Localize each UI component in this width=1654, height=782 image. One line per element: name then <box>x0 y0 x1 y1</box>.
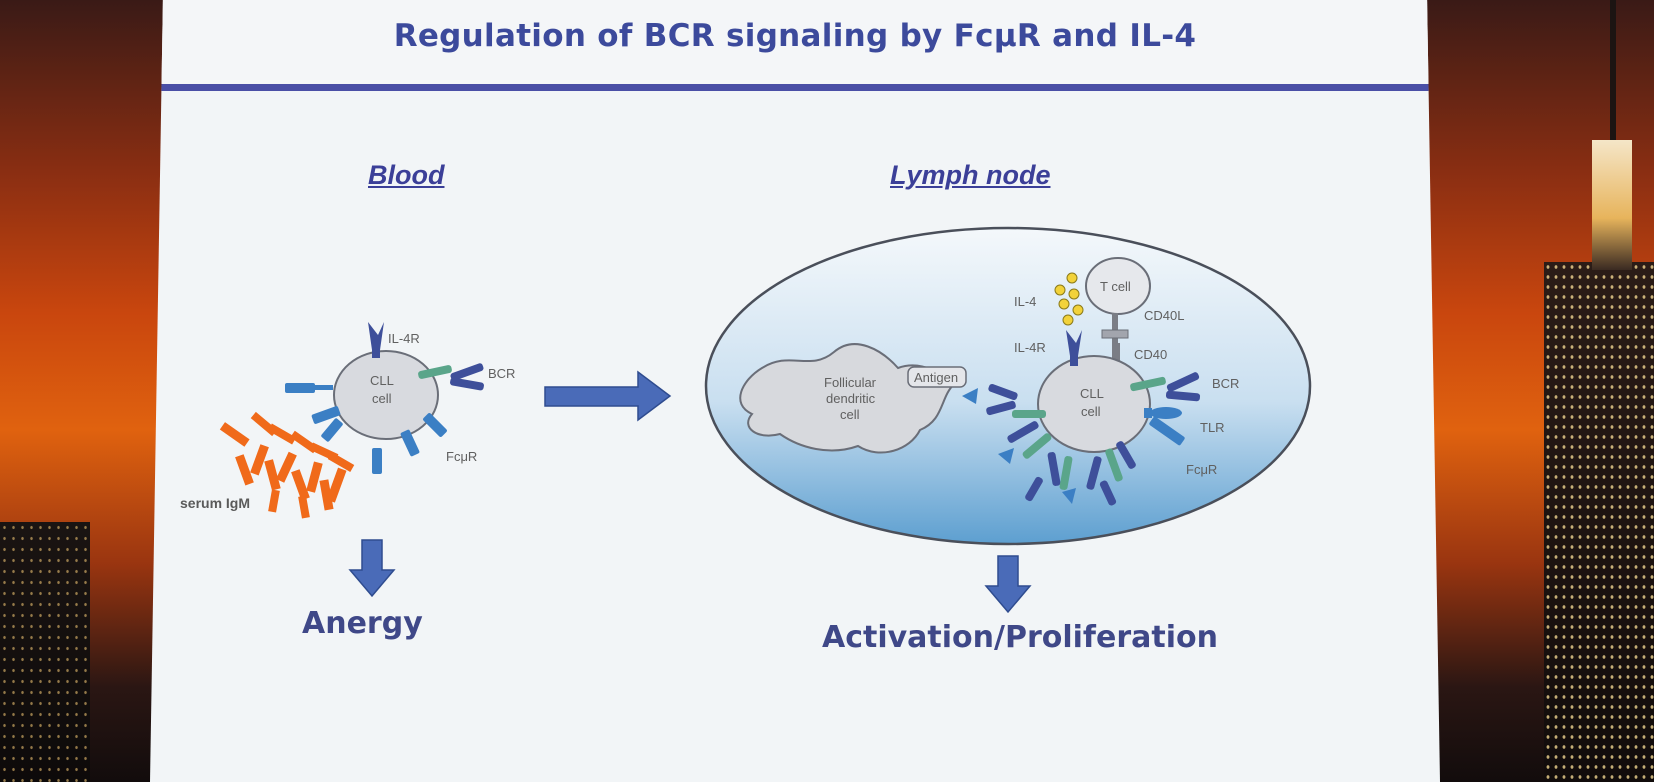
blood-panel: CLL cell IL-4R BCR FcμR <box>180 322 515 598</box>
blood-cll-label-1: CLL <box>370 373 394 388</box>
slide-title: Regulation of BCR signaling by FcμR and … <box>393 18 1197 54</box>
lymph-fcmur-label: FcμR <box>1186 462 1217 477</box>
serum-igm-cluster <box>219 411 355 519</box>
blood-cll-label-2: cell <box>372 391 392 406</box>
title-band: Regulation of BCR signaling by FcμR and … <box>150 0 1440 86</box>
cd40-label: CD40 <box>1134 347 1167 362</box>
antigen-triangles <box>962 388 1076 504</box>
il4-label: IL-4 <box>1014 294 1036 309</box>
blood-down-arrow <box>348 539 396 598</box>
blood-il4r-label: IL-4R <box>388 331 420 346</box>
blood-cll-cell <box>333 350 439 440</box>
lymph-il4r-receptor <box>1066 330 1082 356</box>
lymph-node-ellipse <box>704 226 1312 546</box>
anergy-outcome: Anergy <box>302 606 423 641</box>
lymph-cll-cell <box>1037 355 1151 453</box>
title-divider <box>150 84 1440 91</box>
blood-fcmur-label: FcμR <box>446 449 477 464</box>
tlr-label: TLR <box>1200 420 1225 435</box>
t-cell-label: T cell <box>1100 279 1131 294</box>
blood-heading: Blood <box>368 160 445 190</box>
blood-il4r-receptor <box>368 322 384 350</box>
background-skyline-right <box>1544 262 1654 782</box>
blood-bcr-receptor <box>418 363 484 391</box>
cd40l-label: CD40L <box>1144 308 1184 323</box>
blood-to-lymph-arrow <box>544 370 672 422</box>
lymph-node-heading: Lymph node <box>890 160 1051 190</box>
lymph-cll-label-1: CLL <box>1080 386 1104 401</box>
slide: Regulation of BCR signaling by FcμR and … <box>150 0 1440 782</box>
background-skyline-left <box>0 522 90 782</box>
lymph-fcmur-receptor <box>1149 416 1185 446</box>
antigen-box <box>907 366 967 388</box>
lymph-il4r-label: IL-4R <box>1014 340 1046 355</box>
blood-fcmur-receptors <box>285 383 447 474</box>
lymph-down-arrow <box>984 555 1032 614</box>
bcr-signaling-diagram: CLL cell IL-4R BCR FcμR <box>180 226 1312 614</box>
fdc-label-2: dendritic <box>826 391 876 406</box>
fdc-label-1: Follicular <box>824 375 877 390</box>
lymph-bcr-receptors <box>986 372 1201 506</box>
background-tower-top <box>1592 140 1632 270</box>
blood-bcr-label: BCR <box>488 366 515 381</box>
lymph-node-panel: Follicular dendritic cell Antigen T cell… <box>704 226 1312 614</box>
tlr-receptor <box>1150 407 1182 419</box>
cd40l-stalk <box>1112 313 1118 343</box>
lymph-cll-label-2: cell <box>1081 404 1101 419</box>
serum-igm-label: serum IgM <box>180 495 250 511</box>
antigen-label: Antigen <box>914 370 958 385</box>
activation-proliferation-outcome: Activation/Proliferation <box>822 620 1218 655</box>
background-tower-spire <box>1610 0 1616 150</box>
follicular-dendritic-cell <box>739 343 956 454</box>
lymph-bcr-label: BCR <box>1212 376 1239 391</box>
il4-cytokine-dots <box>1054 272 1084 326</box>
cd40-receptor <box>1112 343 1120 373</box>
fdc-label-3: cell <box>840 407 860 422</box>
